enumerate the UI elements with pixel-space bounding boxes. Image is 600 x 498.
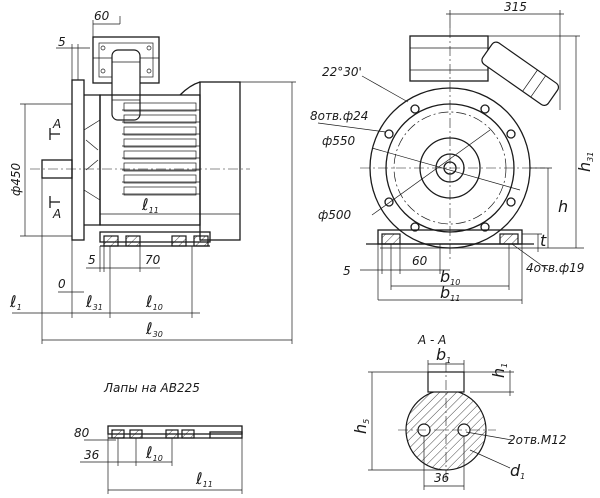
holes-label: 8отв.ф24 bbox=[310, 109, 368, 123]
flange-holes bbox=[384, 104, 516, 232]
front-cable-gland bbox=[481, 41, 560, 106]
dim-d1: d1 bbox=[510, 461, 525, 481]
dim-h5: h5 bbox=[351, 419, 371, 434]
dim-60-front: 60 bbox=[412, 254, 428, 268]
dim-h1: h1 bbox=[489, 363, 509, 378]
dim-80: 80 bbox=[74, 426, 90, 440]
dim-l30: ℓ30 bbox=[145, 319, 163, 339]
section-mark-top: A bbox=[52, 117, 61, 131]
section-title: A - A bbox=[417, 333, 446, 347]
dim-l11-paws: ℓ11 bbox=[195, 469, 213, 489]
dim-l10: ℓ10 bbox=[145, 292, 163, 312]
dim-l10-paws: ℓ10 bbox=[145, 443, 163, 463]
dim-5-feet: 5 bbox=[88, 253, 96, 267]
dim-b10: b10 bbox=[440, 267, 460, 287]
front-terminal-box bbox=[409, 35, 489, 82]
dim-36-paws: 36 bbox=[84, 448, 100, 462]
paws-view: Лапы на АВ225 80 36 ℓ10 ℓ11 bbox=[74, 381, 243, 494]
dim-l1: ℓ1 bbox=[9, 292, 22, 312]
dim-h31: h31 bbox=[575, 152, 595, 172]
dim-60: 60 bbox=[94, 9, 110, 23]
section-a-a: A - A b1 h1 h5 2отв.М12 d1 36 bbox=[351, 333, 566, 490]
dim-t: t bbox=[540, 231, 547, 250]
angle-label: 22°30' bbox=[322, 65, 362, 79]
dim-b1: b1 bbox=[436, 345, 451, 365]
dim-l11: ℓ11 bbox=[141, 195, 159, 215]
dim-0: 0 bbox=[58, 277, 66, 291]
dim-315: 315 bbox=[504, 0, 527, 14]
dim-70: 70 bbox=[145, 253, 161, 267]
dim-36-section: 36 bbox=[434, 471, 450, 485]
paws-caption: Лапы на АВ225 bbox=[103, 381, 200, 395]
cable-gland bbox=[111, 49, 141, 121]
dim-b11: b11 bbox=[440, 283, 460, 303]
dim-h: h bbox=[558, 197, 568, 216]
dim-5-top: 5 bbox=[58, 35, 66, 49]
feet bbox=[99, 231, 211, 243]
section-mark-bottom: A bbox=[52, 207, 61, 221]
dia500-label: ф500 bbox=[318, 208, 352, 222]
dia550-label: ф550 bbox=[322, 134, 356, 148]
dim-5-front: 5 bbox=[343, 264, 351, 278]
fan-cowl bbox=[199, 81, 241, 241]
side-view: A A 60 5 ф450 ℓ11 5 70 0 bbox=[9, 9, 296, 344]
flange bbox=[71, 79, 85, 241]
dim-l31: ℓ31 bbox=[85, 292, 103, 312]
feet-holes-label: 4отв.ф19 bbox=[526, 261, 584, 275]
dim-dia450: ф450 bbox=[9, 162, 23, 196]
section-holes-label: 2отв.М12 bbox=[508, 433, 566, 447]
front-view: 315 22°30' 8отв.ф24 ф550 ф500 h31 h t 5 … bbox=[310, 0, 595, 304]
